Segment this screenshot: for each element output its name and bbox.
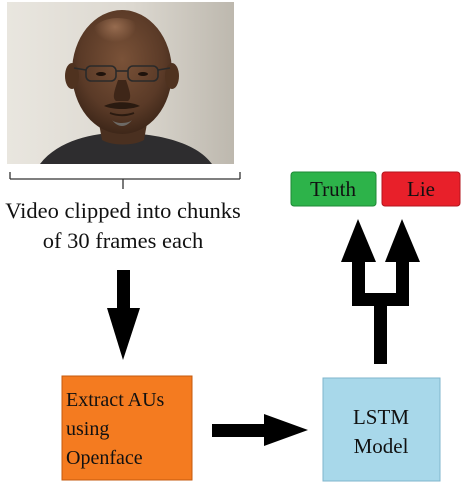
caption-line-1: Video clipped into chunks (5, 198, 240, 223)
truth-box-bg (290, 171, 377, 207)
right-arrow-icon (212, 414, 308, 446)
extract-label-line-3: Openface (66, 447, 143, 469)
truth-label: Truth (310, 177, 356, 201)
frame-bracket (9, 172, 241, 189)
fork-arrow-icon (341, 219, 420, 364)
lstm-model-box: LSTM Model (322, 377, 441, 482)
lstm-label-line-1: LSTM (353, 405, 409, 429)
truth-output-box: Truth (290, 171, 377, 207)
lie-box-bg (381, 171, 461, 207)
eyeglasses-icon (73, 65, 171, 82)
lstm-label-line-2: Model (354, 434, 409, 458)
extract-label-line-2: using (66, 418, 109, 440)
extract-label-line-1: Extract AUs (66, 389, 165, 411)
extract-aus-box-bg (61, 375, 193, 481)
extract-aus-box: Extract AUs using Openface (61, 375, 193, 481)
lie-output-box: Lie (381, 171, 461, 207)
caption-line-2: of 30 frames each (43, 228, 204, 253)
down-arrow-icon (107, 270, 140, 360)
lie-label: Lie (407, 177, 435, 201)
lstm-model-box-bg (322, 377, 441, 482)
video-frame (7, 2, 234, 164)
